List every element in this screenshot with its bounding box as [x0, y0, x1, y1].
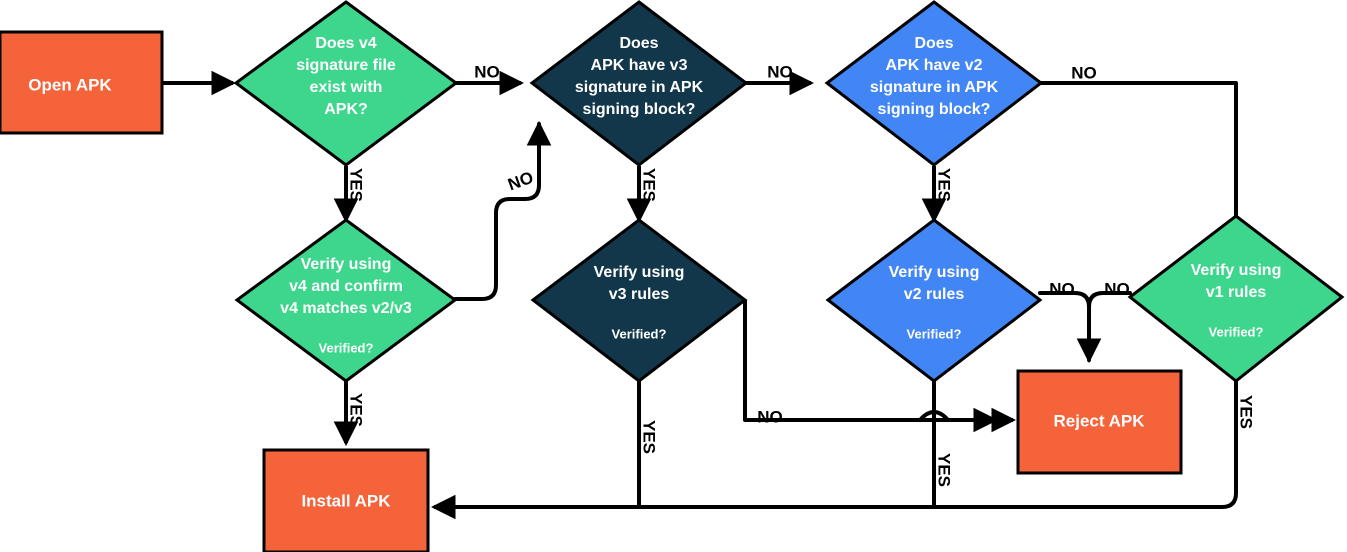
v2-block-line-2: APK have v2 [886, 57, 983, 74]
reject-apk-shape [1016, 369, 1183, 475]
edge-label-verifyv4-no: NO [505, 168, 535, 195]
v2-block-line-1: Does [914, 35, 953, 52]
verify-v1-line-1: Verify using [1191, 262, 1282, 279]
node-install-apk[interactable]: Install APK [262, 448, 430, 552]
verify-v2-line-2: v2 rules [904, 286, 965, 303]
decision-verify-v4-shape [234, 218, 458, 383]
verify-v4-line-3: v4 matches v2/v3 [280, 300, 412, 317]
node-decision-v3-signature-block[interactable]: Does APK have v3 signature in APK signin… [529, 0, 749, 167]
verify-v4-line-1: Verify using [301, 256, 392, 273]
v3-block-line-2: APK have v3 [591, 57, 688, 74]
decision-verify-v1-shape [1127, 214, 1345, 383]
verify-v1-sub-label: Verified? [1209, 324, 1264, 339]
edge-line-hop [918, 410, 950, 422]
v2-block-line-4: signing block? [878, 101, 991, 118]
v3-block-line-4: signing block? [583, 101, 696, 118]
v4-exists-line-1: Does v4 [315, 35, 376, 52]
edge-label-v3block-yes: YES [640, 168, 659, 202]
edge-label-v2block-yes: YES [935, 168, 954, 202]
edge-verifyv3-yes-to-install [430, 381, 641, 520]
edge-label-verifyv3-yes: YES [640, 420, 659, 454]
node-decision-verify-v1[interactable]: Verify using v1 rules Verified? [1127, 214, 1345, 383]
verify-v2-line-1: Verify using [889, 264, 980, 281]
edge-label-verifyv3-no: NO [757, 407, 783, 426]
edge-label-v4exists-no: NO [474, 62, 500, 81]
open-apk-label: Open APK [28, 75, 112, 94]
node-decision-verify-v2[interactable]: Verify using v2 rules Verified? [825, 218, 1043, 383]
decision-verify-v2-shape [825, 218, 1043, 383]
edge-label-verifyv2-no: NO [1049, 279, 1075, 298]
edge-verifyv4-no-to-v3block [453, 120, 552, 301]
v3-block-line-1: Does [619, 35, 658, 52]
node-decision-verify-v3[interactable]: Verify using v3 rules Verified? [530, 218, 748, 383]
reject-apk-label: Reject APK [1053, 411, 1145, 430]
edge-label-verifyv2-yes: YES [935, 453, 954, 487]
install-apk-shape [262, 448, 430, 552]
v3-block-line-3: signature in APK [575, 79, 704, 96]
node-decision-v4-signature-exists[interactable]: Does v4 signature file exist with APK? [233, 0, 459, 167]
edge-label-verifyv1-no: NO [1104, 279, 1130, 298]
v4-exists-line-2: signature file [296, 57, 396, 74]
decision-verify-v3-shape [530, 218, 748, 383]
decision-v2-signature-block-shape [824, 0, 1044, 167]
edge-v2block-no-to-verifyv1 [1041, 81, 1238, 216]
edge-verifyv1-no-to-reject [1087, 291, 1132, 332]
v4-exists-line-3: exist with [310, 79, 383, 96]
v4-exists-line-4: APK? [324, 101, 368, 118]
edge-label-verifyv4-yes: YES [347, 393, 366, 427]
node-reject-apk[interactable]: Reject APK [1016, 369, 1183, 475]
verify-v4-line-2: v4 and confirm [289, 278, 403, 295]
edge-verifyv2-no-to-reject [1038, 291, 1102, 364]
edge-verifyv1-yes-to-install [637, 379, 1238, 509]
install-apk-label: Install APK [301, 491, 391, 510]
edge-label-v2block-no: NO [1071, 63, 1097, 82]
edge-label-v4exists-yes: YES [347, 168, 366, 202]
v2-block-line-3: signature in APK [870, 79, 999, 96]
open-apk-shape [0, 30, 164, 135]
decision-v4-signature-exists-shape [233, 0, 459, 167]
verify-v3-sub-label: Verified? [612, 326, 667, 341]
decision-v3-signature-block-shape [529, 0, 749, 167]
verify-v2-sub-label: Verified? [907, 326, 962, 341]
node-decision-v2-signature-block[interactable]: Does APK have v2 signature in APK signin… [824, 0, 1044, 167]
verify-v3-line-1: Verify using [594, 264, 685, 281]
verify-v4-sub-label: Verified? [319, 340, 374, 355]
verify-v3-line-2: v3 rules [609, 286, 670, 303]
node-decision-verify-v4[interactable]: Verify using v4 and confirm v4 matches v… [234, 218, 458, 383]
edge-label-v3block-no: NO [767, 62, 793, 81]
verify-v1-line-2: v1 rules [1206, 284, 1267, 301]
node-open-apk[interactable]: Open APK [0, 30, 164, 135]
edge-label-verifyv1-yes: YES [1237, 395, 1256, 429]
